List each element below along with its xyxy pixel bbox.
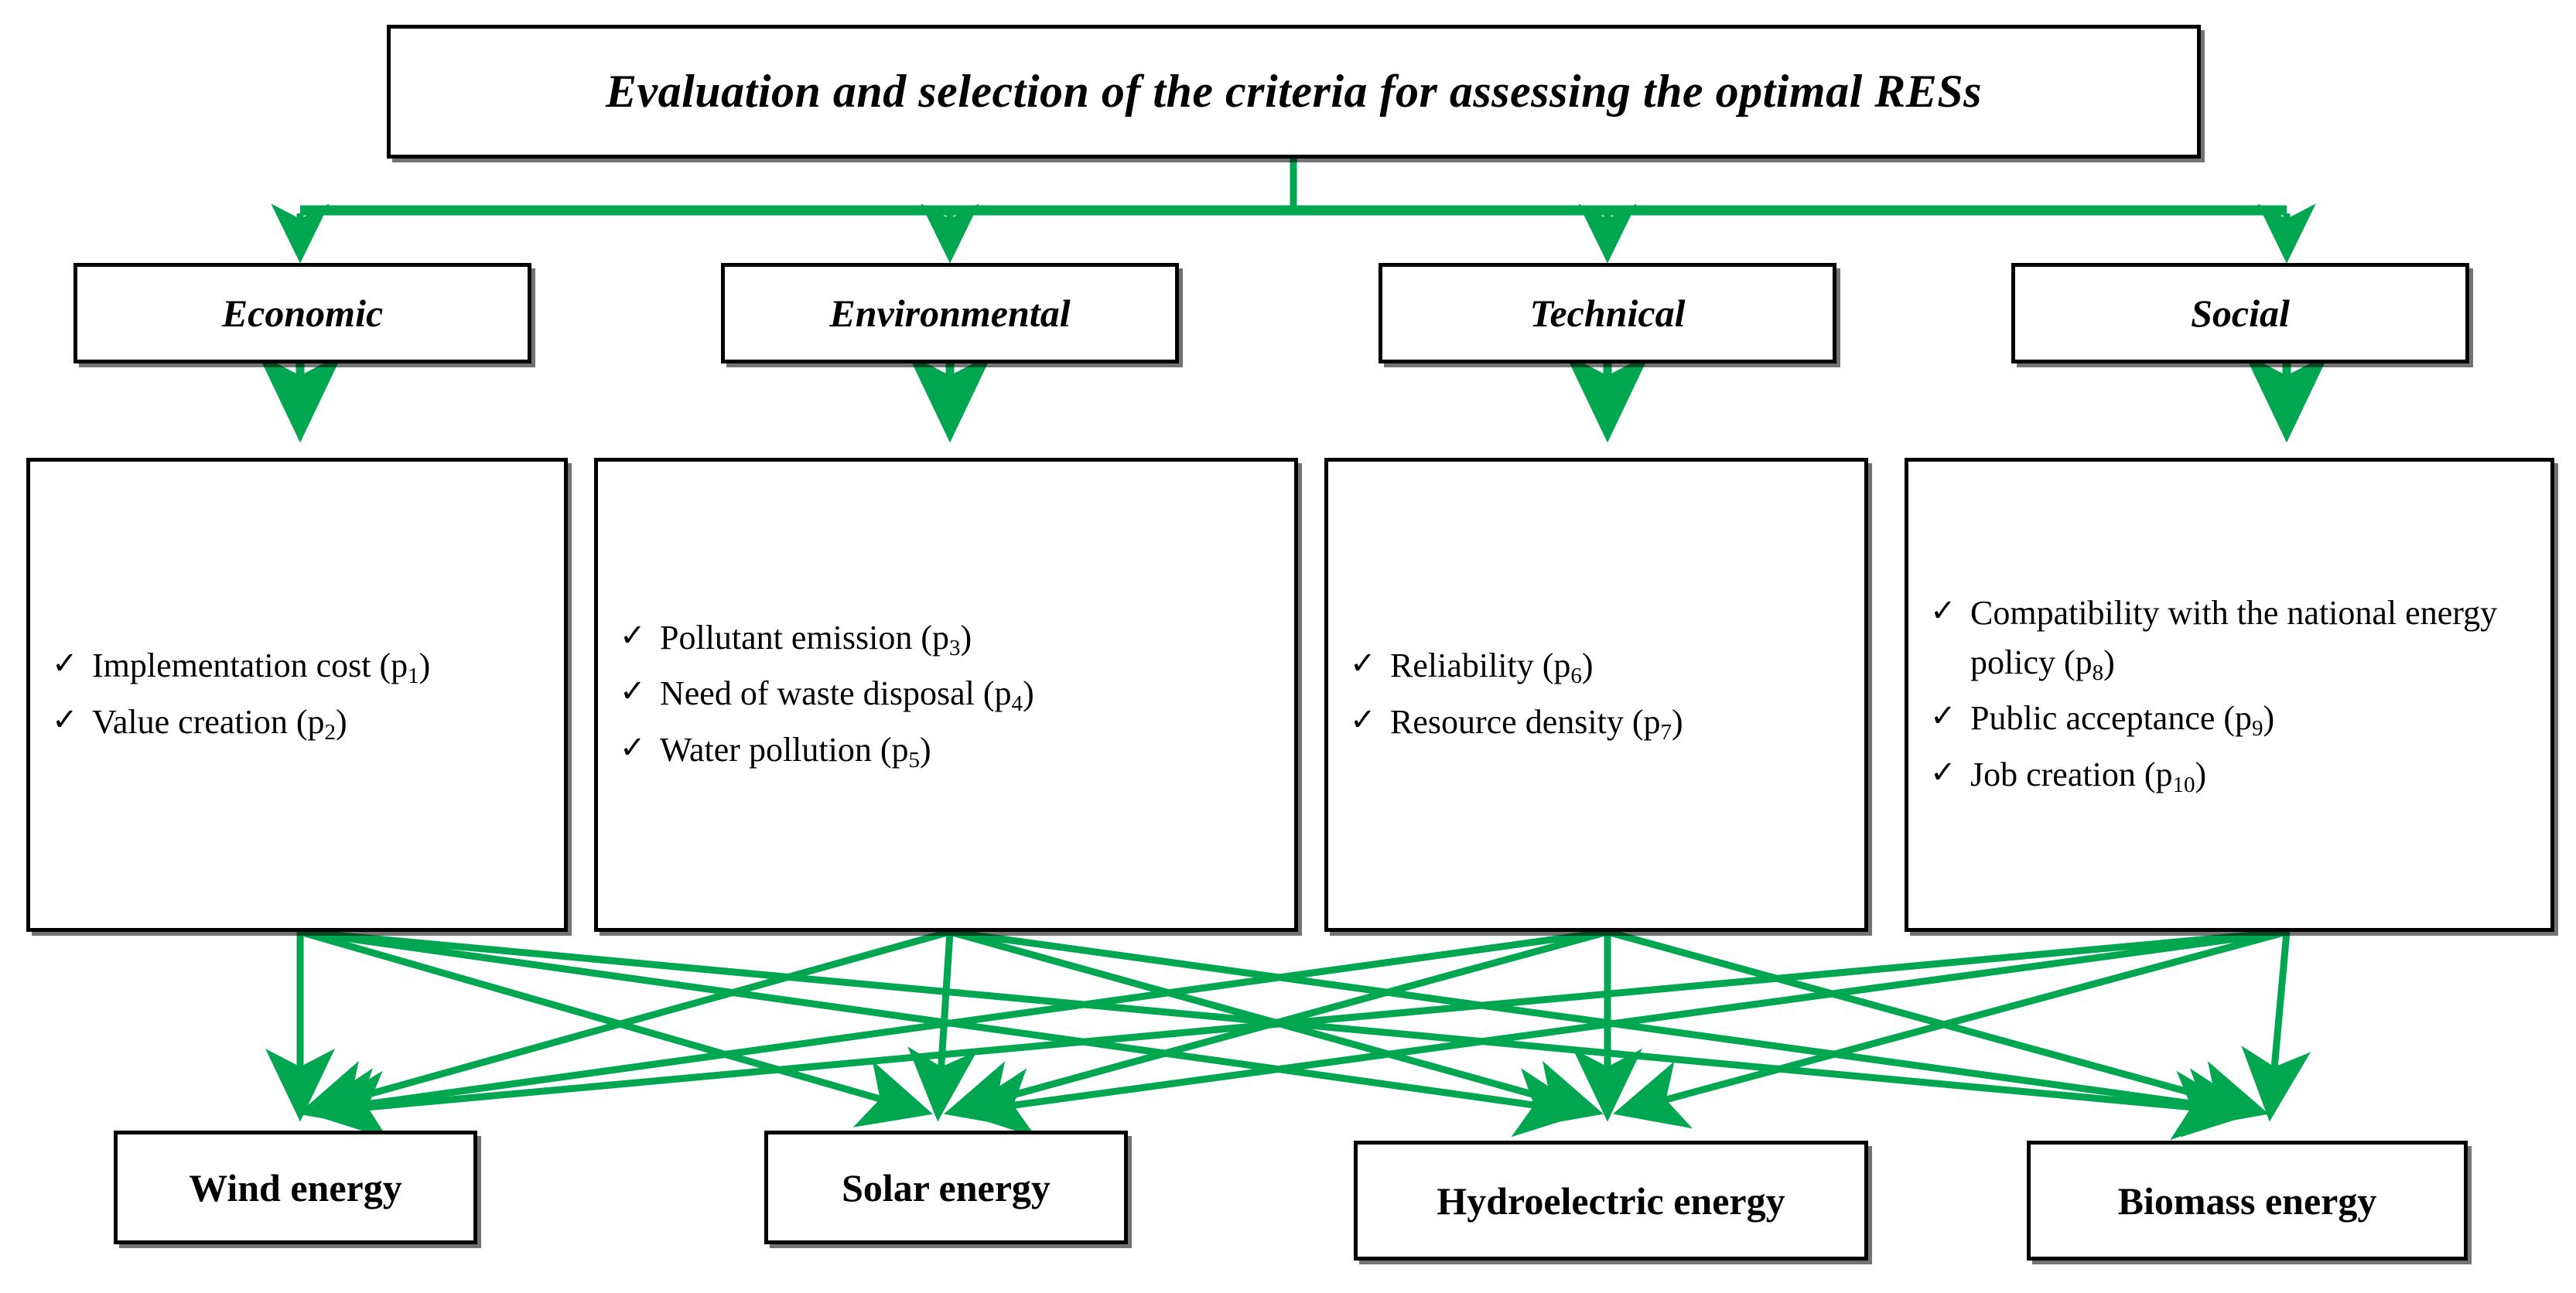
- criteria-item-label: Job creation (p10): [1970, 755, 2207, 797]
- criteria-list-social[interactable]: ✓ Compatibility with the national energy …: [1905, 458, 2554, 932]
- criteria-item-label: Need of waste disposal (p4): [660, 674, 1034, 717]
- criteria-items-environmental: ✓ Pollutant emission (p3) ✓ Need of waste d…: [620, 609, 1273, 781]
- group-node-environmental[interactable]: Environmental: [721, 263, 1179, 363]
- group-label-environmental: Environmental: [829, 292, 1071, 335]
- root-node[interactable]: Evaluation and selection of the criteria…: [387, 25, 2201, 159]
- criteria-items-social: ✓ Compatibility with the national energy …: [1930, 584, 2529, 806]
- root-to-groups-connectors: [271, 159, 2316, 264]
- criteria-item: ✓ Value creation (p2): [52, 698, 542, 749]
- alternative-node-wind[interactable]: Wind energy: [114, 1131, 477, 1244]
- criteria-item: ✓ Resource density (p7): [1350, 698, 1843, 749]
- criteria-item: ✓ Compatibility with the national energy …: [1930, 589, 2529, 689]
- criteria-list-economic[interactable]: ✓ Implementation cost (p1) ✓ Value creation…: [26, 458, 568, 932]
- group-node-technical[interactable]: Technical: [1379, 263, 1836, 363]
- group-node-social[interactable]: Social: [2011, 263, 2469, 363]
- alternative-label-biomass: Biomass energy: [2117, 1179, 2377, 1223]
- criteria-items-economic: ✓ Implementation cost (p1) ✓ Value creation…: [52, 636, 542, 752]
- check-icon: ✓: [620, 618, 646, 653]
- criteria-item: ✓ Implementation cost (p1): [52, 641, 542, 692]
- alternative-node-hydroelectric[interactable]: Hydroelectric energy: [1354, 1141, 1868, 1261]
- group-label-technical: Technical: [1529, 292, 1686, 335]
- criteria-item: ✓ Reliability (p6): [1350, 641, 1843, 692]
- criteria-item: ✓ Need of waste disposal (p4): [620, 669, 1273, 720]
- criteria-item-label: Compatibility with the national energy p…: [1970, 594, 2498, 686]
- root-label: Evaluation and selection of the criteria…: [605, 66, 1982, 117]
- criteria-item-label: Reliability (p6): [1390, 646, 1594, 689]
- alternative-label-solar: Solar energy: [842, 1165, 1051, 1209]
- criteria-to-alternatives-connectors: [265, 928, 2311, 1141]
- criteria-items-technical: ✓ Reliability (p6) ✓ Resource density (p7): [1350, 636, 1843, 752]
- criteria-item: ✓ Job creation (p10): [1930, 750, 2529, 801]
- check-icon: ✓: [1350, 646, 1376, 681]
- group-label-economic: Economic: [221, 292, 384, 335]
- alternative-label-hydroelectric: Hydroelectric energy: [1437, 1179, 1785, 1223]
- alternative-label-wind: Wind energy: [189, 1165, 402, 1209]
- alternative-node-biomass[interactable]: Biomass energy: [2027, 1141, 2468, 1261]
- criteria-item: ✓ Pollutant emission (p3): [620, 613, 1273, 664]
- criteria-item-label: Public acceptance (p9): [1970, 699, 2275, 742]
- criteria-list-technical[interactable]: ✓ Reliability (p6) ✓ Resource density (p7): [1324, 458, 1868, 932]
- group-node-economic[interactable]: Economic: [73, 263, 531, 363]
- check-icon: ✓: [52, 646, 78, 681]
- alternative-node-solar[interactable]: Solar energy: [764, 1131, 1128, 1244]
- check-icon: ✓: [1930, 593, 1956, 629]
- check-icon: ✓: [1350, 701, 1376, 737]
- criteria-item-label: Pollutant emission (p3): [660, 619, 972, 661]
- check-icon: ✓: [1930, 698, 1956, 734]
- check-icon: ✓: [1930, 754, 1956, 790]
- criteria-list-environmental[interactable]: ✓ Pollutant emission (p3) ✓ Need of waste d…: [594, 458, 1298, 932]
- check-icon: ✓: [52, 701, 78, 737]
- criteria-item: ✓ Water pollution (p5): [620, 725, 1273, 776]
- criteria-item-label: Value creation (p2): [92, 702, 347, 745]
- check-icon: ✓: [620, 674, 646, 709]
- criteria-item-label: Resource density (p7): [1390, 702, 1683, 745]
- group-label-social: Social: [2191, 292, 2290, 335]
- criteria-item: ✓ Public acceptance (p9): [1930, 694, 2529, 745]
- criteria-item-label: Water pollution (p5): [660, 730, 931, 773]
- check-icon: ✓: [620, 729, 646, 765]
- group-to-list-connectors: [258, 353, 2329, 443]
- criteria-item-label: Implementation cost (p1): [92, 646, 431, 689]
